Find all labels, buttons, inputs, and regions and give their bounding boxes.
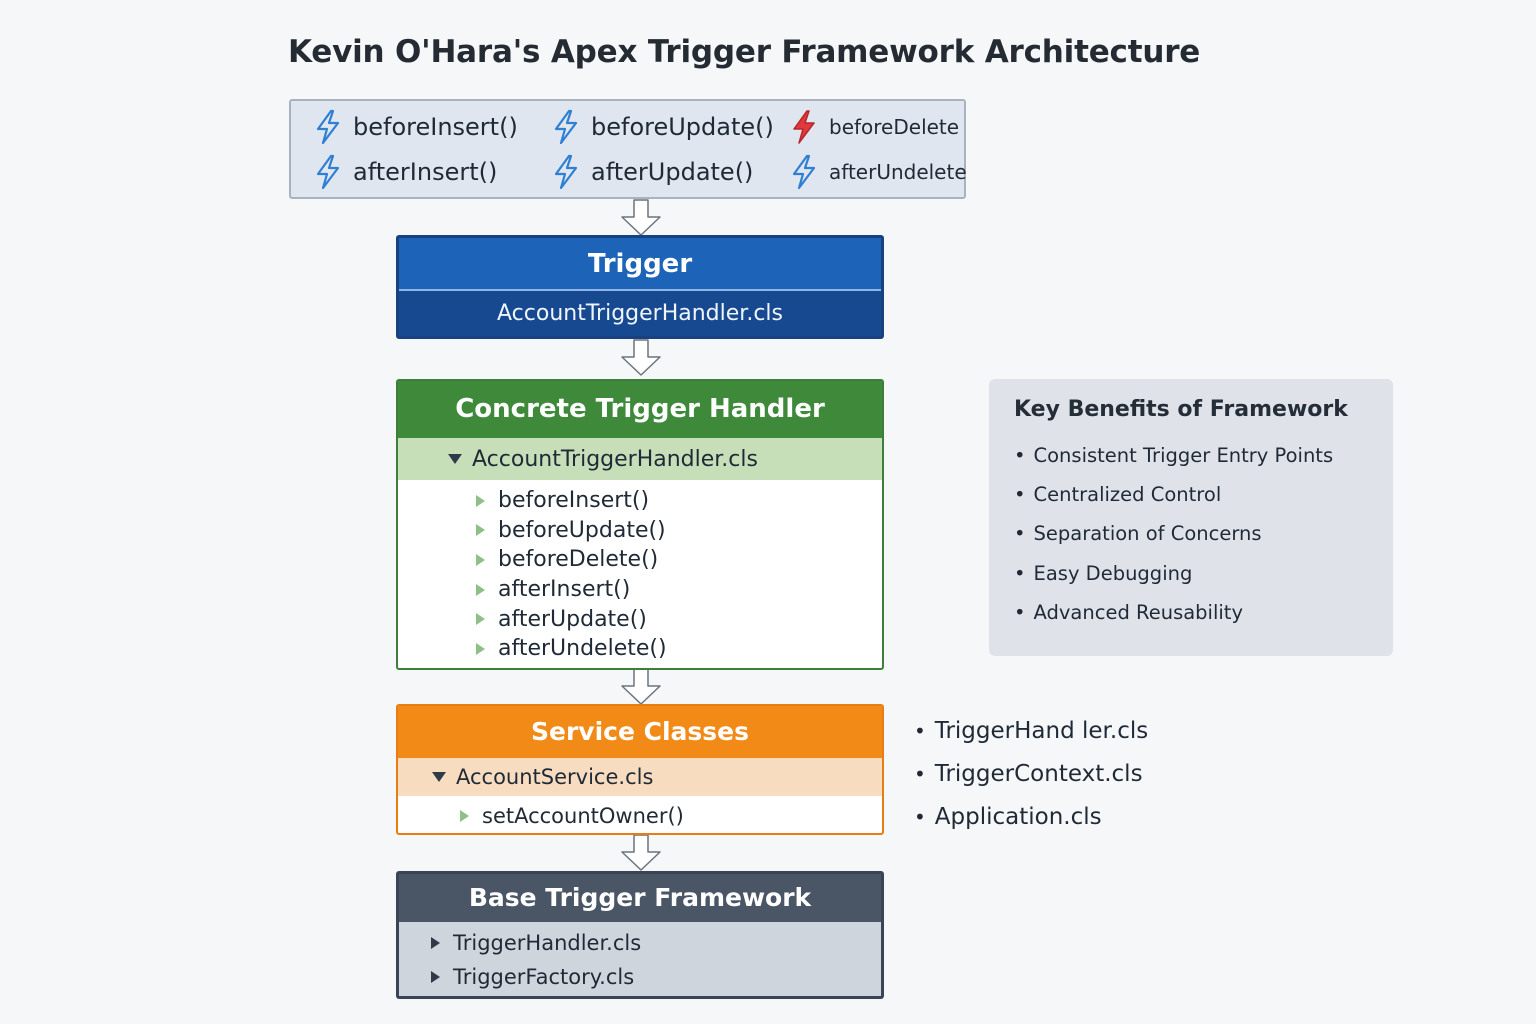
file-item[interactable]: TriggerFactory.cls	[431, 960, 881, 994]
concrete-handler-box: Concrete Trigger Handler AccountTriggerH…	[396, 379, 884, 670]
trigger-box-title: Trigger	[399, 238, 881, 291]
framework-files-list: TriggerHand ler.cls TriggerContext.cls A…	[914, 718, 1148, 847]
event-after-undelete: afterUndelete	[789, 154, 967, 190]
concrete-handler-file: AccountTriggerHandler.cls	[472, 446, 758, 472]
event-before-update: beforeUpdate()	[551, 109, 774, 145]
method-item[interactable]: beforeUpdate()	[476, 516, 882, 546]
key-benefits-title: Key Benefits of Framework	[1014, 397, 1348, 422]
caret-right-icon	[431, 937, 440, 949]
concrete-handler-title: Concrete Trigger Handler	[398, 381, 882, 438]
base-framework-title: Base Trigger Framework	[399, 874, 881, 922]
file-list-item: TriggerContext.cls	[914, 761, 1148, 804]
concrete-handler-file-node[interactable]: AccountTriggerHandler.cls	[398, 438, 882, 480]
caret-right-icon	[476, 494, 485, 507]
caret-right-icon	[476, 642, 485, 655]
method-item[interactable]: afterUndelete()	[476, 634, 882, 664]
benefit-item: Advanced Reusability	[1014, 601, 1393, 640]
diagram-title: Kevin O'Hara's Apex Trigger Framework Ar…	[288, 34, 1201, 70]
event-before-insert: beforeInsert()	[313, 109, 518, 145]
caret-right-icon	[476, 553, 485, 566]
caret-right-icon	[476, 583, 485, 596]
benefit-item: Consistent Trigger Entry Points	[1014, 444, 1393, 483]
service-classes-box: Service Classes AccountService.cls setAc…	[396, 704, 884, 835]
benefit-item: Separation of Concerns	[1014, 522, 1393, 561]
file-item[interactable]: TriggerHandler.cls	[431, 926, 881, 960]
lightning-bolt-icon	[792, 154, 816, 190]
method-item[interactable]: afterInsert()	[476, 575, 882, 605]
caret-right-icon	[476, 524, 485, 537]
caret-down-icon	[432, 772, 446, 782]
file-list-item: TriggerHand ler.cls	[914, 718, 1148, 761]
service-file-node[interactable]: AccountService.cls	[398, 758, 882, 796]
down-arrow-icon	[621, 834, 661, 871]
lightning-bolt-icon	[793, 110, 815, 144]
service-classes-title: Service Classes	[398, 706, 882, 758]
caret-right-icon	[431, 971, 440, 983]
down-arrow-icon	[621, 339, 661, 376]
down-arrow-icon	[621, 199, 661, 236]
lightning-bolt-icon	[554, 154, 578, 190]
key-benefits-panel: Key Benefits of Framework Consistent Tri…	[989, 379, 1393, 656]
down-arrow-icon	[621, 668, 661, 705]
method-item[interactable]: setAccountOwner()	[460, 798, 882, 833]
lightning-bolt-icon	[554, 109, 578, 145]
service-file: AccountService.cls	[456, 765, 654, 789]
file-list-item: Application.cls	[914, 804, 1148, 847]
caret-right-icon	[476, 613, 485, 626]
trigger-box: Trigger AccountTriggerHandler.cls	[396, 235, 884, 339]
lightning-bolt-icon	[316, 154, 340, 190]
caret-right-icon	[460, 810, 469, 822]
method-item[interactable]: beforeInsert()	[476, 486, 882, 516]
method-item[interactable]: beforeDelete()	[476, 545, 882, 575]
trigger-file: AccountTriggerHandler.cls	[399, 291, 881, 336]
benefit-item: Easy Debugging	[1014, 562, 1393, 601]
caret-down-icon	[448, 454, 462, 464]
benefit-item: Centralized Control	[1014, 483, 1393, 522]
base-framework-files: TriggerHandler.cls TriggerFactory.cls	[399, 922, 881, 994]
service-methods: setAccountOwner()	[398, 796, 882, 833]
event-after-update: afterUpdate()	[551, 154, 753, 190]
lightning-bolt-icon	[316, 109, 340, 145]
event-before-delete: beforeDelete	[789, 109, 959, 145]
base-framework-box: Base Trigger Framework TriggerHandler.cl…	[396, 871, 884, 999]
trigger-events-panel: beforeInsert() beforeUpdate() beforeDele…	[289, 99, 967, 199]
event-after-insert: afterInsert()	[313, 154, 497, 190]
concrete-handler-methods: beforeInsert() beforeUpdate() beforeDele…	[398, 480, 882, 664]
method-item[interactable]: afterUpdate()	[476, 604, 882, 634]
